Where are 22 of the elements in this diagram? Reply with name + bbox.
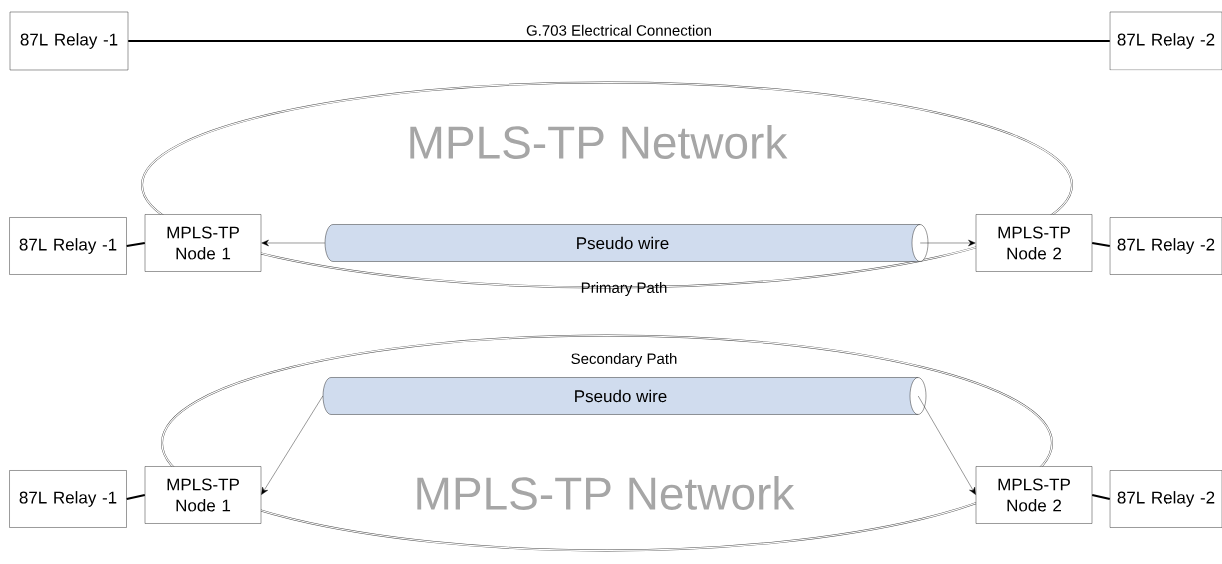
relay-box: 87L Relay -2 [1109, 217, 1222, 275]
connector [127, 40, 1111, 42]
connector [125, 242, 146, 247]
connector [1091, 494, 1111, 500]
relay-box: MPLS-TP Node 2 [975, 466, 1093, 524]
connector [125, 494, 146, 500]
relay-box: MPLS-TP Node 2 [975, 214, 1093, 272]
relay-box: 87L Relay -2 [1109, 470, 1222, 528]
connector [918, 395, 976, 495]
connector [1091, 242, 1111, 247]
relay-box: MPLS-TP Node 1 [144, 214, 262, 272]
relay-box: 87L Relay -1 [9, 470, 127, 528]
relay-box: 87L Relay -1 [9, 11, 129, 71]
relay-box: MPLS-TP Node 1 [144, 466, 262, 524]
connector [261, 239, 325, 247]
relay-box: 87L Relay -1 [9, 217, 127, 275]
pseudo-wire-cylinder: Pseudo wire [322, 377, 927, 415]
connector [920, 239, 976, 247]
relay-box: 87L Relay -2 [1109, 11, 1222, 71]
connector [261, 395, 323, 495]
pseudo-wire-cylinder: Pseudo wire [324, 224, 929, 262]
edge-label: G.703 Electrical Connection [526, 24, 711, 36]
